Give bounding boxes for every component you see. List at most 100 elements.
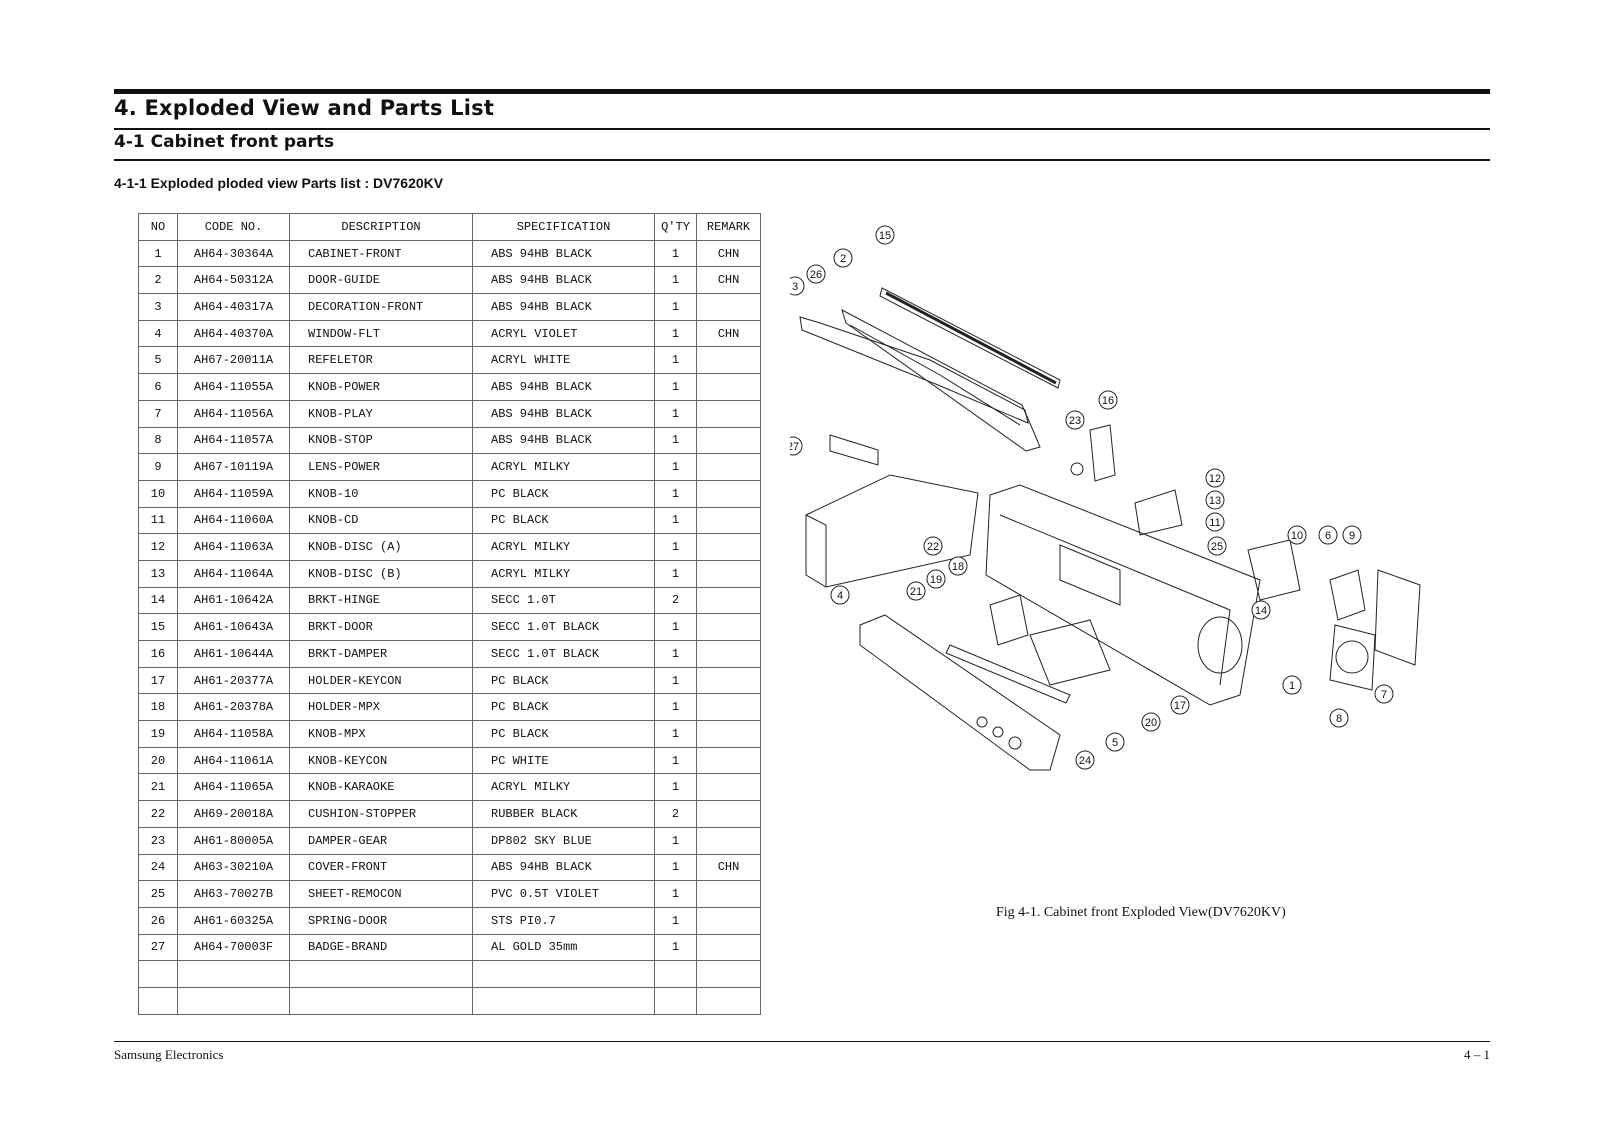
cell-specification: ACRYL WHITE — [472, 346, 655, 375]
cell-qty: 1 — [654, 506, 697, 535]
callout-circle — [1205, 512, 1225, 532]
cell-no: 15 — [138, 613, 178, 641]
cell-remark — [696, 479, 761, 508]
callout-circle — [1098, 390, 1118, 410]
callout-circle — [1318, 525, 1338, 545]
cell-description: DAMPER-GEAR — [289, 826, 473, 855]
callout-label: 18 — [952, 561, 964, 573]
cell-specification: ABS 94HB BLACK — [472, 426, 655, 455]
cell-code: AH64-11064A — [177, 559, 290, 588]
cell-code: AH64-11065A — [177, 773, 290, 802]
cell-remark — [696, 559, 761, 588]
brkt-damper-part — [1089, 424, 1116, 482]
callout-label: 9 — [1349, 530, 1355, 542]
callout-label: 24 — [1079, 755, 1091, 767]
cell-specification: ABS 94HB BLACK — [472, 399, 655, 428]
section-heading: 4-1 Cabinet front parts — [114, 132, 335, 152]
cell-remark — [696, 933, 761, 962]
cell-code: AH61-20377A — [177, 666, 290, 695]
cell-remark — [696, 453, 761, 481]
cell-specification: PC BLACK — [472, 666, 655, 695]
callout-circle — [830, 585, 850, 605]
col-header-remark: REMARK — [696, 213, 761, 241]
cell-qty: 1 — [654, 826, 697, 855]
callout-circle — [1205, 468, 1225, 488]
cell-specification: PC BLACK — [472, 693, 655, 722]
cell-qty — [654, 960, 697, 988]
cell-remark — [696, 533, 761, 561]
window-edge — [805, 514, 827, 587]
table-row — [138, 960, 761, 988]
callout-label: 8 — [1336, 713, 1342, 725]
cell-specification — [472, 986, 655, 1015]
holder-keycon-part — [1029, 619, 1111, 686]
callout-circle — [1207, 536, 1227, 556]
cabinet-front-part — [985, 484, 1261, 706]
cell-qty: 1 — [654, 933, 697, 962]
callout-circle — [1287, 525, 1307, 545]
cell-code: AH64-30364A — [177, 239, 290, 268]
callout-circle — [1205, 490, 1225, 510]
cell-specification: SECC 1.0T BLACK — [472, 640, 655, 668]
callout-circle — [1141, 712, 1161, 732]
cell-remark — [696, 693, 761, 722]
callout-circle — [948, 556, 968, 576]
callout-label: 3 — [792, 281, 798, 293]
cell-description: DOOR-GUIDE — [289, 266, 473, 295]
callout-circle — [1105, 732, 1125, 752]
cell-remark: CHN — [696, 853, 761, 882]
cell-code: AH64-11055A — [177, 373, 290, 401]
cell-description: KNOB-CD — [289, 506, 473, 535]
page-number: 4 – 1 — [1464, 1047, 1490, 1062]
knob-disc-part — [1134, 489, 1183, 536]
cell-remark — [696, 426, 761, 455]
cell-description — [289, 960, 473, 988]
cell-no: 24 — [138, 853, 178, 882]
callout-circle — [1374, 684, 1394, 704]
callout-circle — [1075, 750, 1095, 770]
cell-code: AH64-11057A — [177, 426, 290, 455]
col-header-description: DESCRIPTION — [289, 213, 473, 241]
cell-qty: 2 — [654, 800, 697, 828]
callout-label: 13 — [1209, 495, 1221, 507]
cell-no: 9 — [138, 453, 178, 481]
cell-specification — [472, 960, 655, 988]
cell-description: WINDOW-FLT — [289, 319, 473, 348]
cell-code: AH64-40317A — [177, 293, 290, 321]
page-heading: 4. Exploded View and Parts List — [114, 96, 495, 120]
cell-description: HOLDER-MPX — [289, 693, 473, 722]
cell-code: AH64-40370A — [177, 319, 290, 348]
cell-code: AH64-70003F — [177, 933, 290, 962]
cell-no: 3 — [138, 293, 178, 321]
col-header-no: NO — [138, 213, 178, 241]
callout-label: 15 — [879, 230, 891, 242]
cell-description: BRKT-HINGE — [289, 586, 473, 615]
cell-specification: SECC 1.0T BLACK — [472, 613, 655, 641]
cell-code: AH64-50312A — [177, 266, 290, 295]
col-header-qty: Q'TY — [654, 213, 697, 241]
callout-label: 11 — [1209, 517, 1220, 529]
callout-label: 1 — [1289, 680, 1295, 692]
cell-remark — [696, 960, 761, 988]
cell-no: 11 — [138, 506, 178, 535]
cell-description: KNOB-PLAY — [289, 399, 473, 428]
cell-no: 23 — [138, 826, 178, 855]
cell-no: 8 — [138, 426, 178, 455]
table-row — [138, 986, 761, 1015]
cell-no: 22 — [138, 800, 178, 828]
callout-label: 19 — [930, 574, 942, 586]
holder-mpx-part — [989, 594, 1029, 646]
cell-remark — [696, 640, 761, 668]
knob-10-part — [1247, 539, 1301, 601]
callout-label: 5 — [1112, 737, 1118, 749]
cell-remark — [696, 373, 761, 401]
